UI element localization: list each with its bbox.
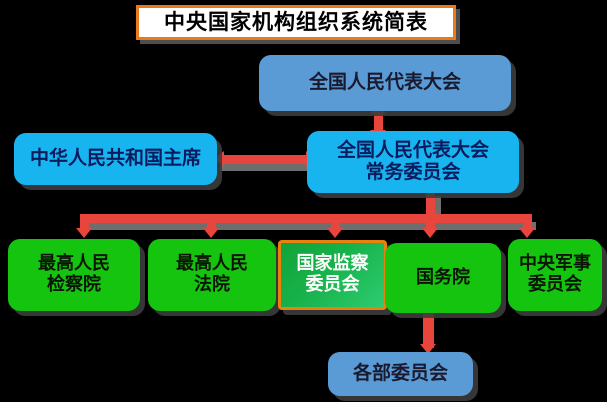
arrow-down-state-council [422,228,438,238]
branch-drop-central-military-commission [523,214,532,232]
node-supreme-procuratorate[interactable]: 最高人民 检察院 [8,239,140,311]
node-president[interactable]: 中华人民共和国主席 [14,133,217,185]
node-npc-label: 全国人民代表大会 [308,71,461,94]
node-central-military-commission[interactable]: 中央军事 委员会 [508,239,602,311]
arrow-down-ministries [420,344,436,354]
connector-shadow-president [220,163,310,171]
arrow-left-president [214,151,224,167]
node-npc[interactable]: 全国人民代表大会 [259,55,511,111]
arrow-down-supreme-court [203,228,219,238]
node-ministries[interactable]: 各部委员会 [328,352,473,396]
chart-title-box: 中央国家机构组织系统简表 [136,5,456,40]
node-ministries-label: 各部委员会 [352,362,448,385]
branch-drop-supreme-procuratorate [80,214,89,232]
node-npc-standing-committee-label: 全国人民代表大会 常务委员会 [336,139,489,183]
distribution-bar-shadow [84,222,536,230]
chart-title-text: 中央国家机构组织系统简表 [164,10,428,34]
connector-state-council-to-ministries [423,310,434,348]
node-supervisory-commission-label: 国家监察 委员会 [296,253,369,295]
node-supreme-procuratorate-label: 最高人民 检察院 [38,253,110,295]
arrow-down-central-military-commission [519,228,535,238]
node-state-council[interactable]: 国务院 [385,243,501,313]
node-supreme-court-label: 最高人民 法院 [176,253,248,295]
connector-trunk-standing-committee [426,192,435,216]
arrow-down-supervisory-commission [327,228,343,238]
node-president-label: 中华人民共和国主席 [29,147,201,170]
node-state-council-label: 国务院 [416,266,470,288]
connector-npc-to-standing-committee [374,112,383,134]
node-npc-standing-committee[interactable]: 全国人民代表大会 常务委员会 [307,131,519,193]
branch-drop-supervisory-commission [331,214,340,232]
connector-trunk-shadow [435,196,441,220]
branch-drop-supreme-court [207,214,216,232]
node-supervisory-commission[interactable]: 国家监察 委员会 [278,240,387,310]
arrow-down-supreme-procuratorate [76,228,92,238]
node-supreme-court[interactable]: 最高人民 法院 [148,239,276,311]
distribution-bar [80,214,532,223]
node-central-military-commission-label: 中央军事 委员会 [519,253,591,295]
connector-president-to-standing-committee [224,155,308,164]
branch-drop-state-council [426,214,435,232]
